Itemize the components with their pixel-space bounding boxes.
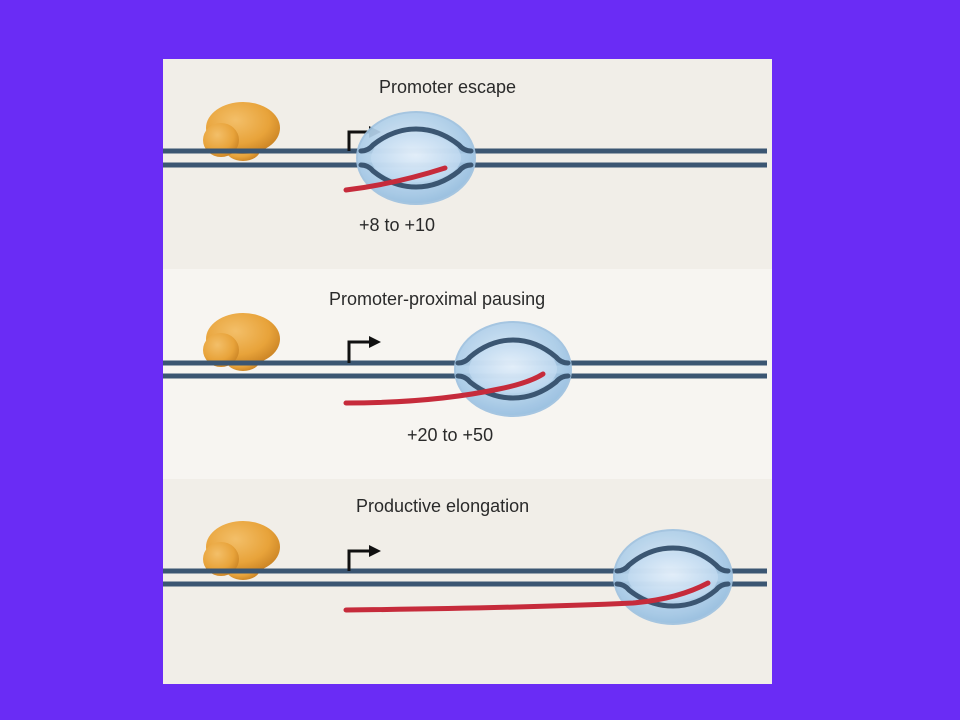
tss-arrow-2 bbox=[347, 336, 381, 363]
rna-transcript-3 bbox=[343, 580, 711, 613]
panel-title-pausing: Promoter-proximal pausing bbox=[329, 289, 546, 309]
rna-transcript-1 bbox=[343, 165, 448, 193]
position-label-pausing: +20 to +50 bbox=[407, 425, 494, 445]
pol-ii-3 bbox=[613, 529, 733, 625]
rna-transcript-2 bbox=[343, 371, 546, 406]
tss-arrow-3 bbox=[347, 545, 381, 571]
pol-ii-2 bbox=[454, 321, 572, 417]
panel-title-elongation: Productive elongation bbox=[356, 496, 530, 516]
pol-ii-1 bbox=[356, 111, 476, 205]
panel-title-promoter-escape: Promoter escape bbox=[379, 77, 517, 97]
position-label-escape: +8 to +10 bbox=[359, 215, 436, 235]
figure-frame: Promoter escape +8 to +10 Promoter-proxi… bbox=[163, 59, 772, 684]
transcription-diagram bbox=[163, 102, 767, 625]
